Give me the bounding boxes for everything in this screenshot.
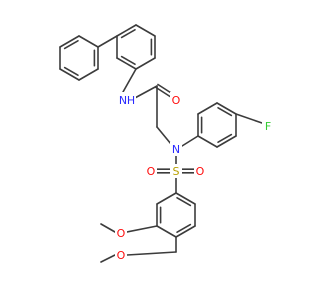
bond-9 [116, 24, 137, 37]
bond-18 [97, 35, 118, 48]
bond-24 [156, 126, 172, 145]
bond-46 [175, 225, 196, 238]
bond-3 [59, 35, 80, 48]
bond-51 [126, 225, 158, 233]
atom-o-methoxy-2: O [117, 249, 126, 262]
bond-25 [181, 135, 199, 147]
bond-10 [120, 28, 136, 39]
atom-o-sulfonyl-right: O [196, 165, 205, 178]
bond-52 [100, 223, 116, 233]
bond-22 [157, 83, 173, 95]
bond-11 [135, 24, 156, 37]
bond-layer [59, 24, 263, 263]
atom-n-sulfonamide: N [172, 143, 180, 156]
atom-o-sulfonyl-left: O [147, 165, 156, 178]
bond-8 [78, 68, 99, 81]
bond-1 [63, 66, 79, 77]
bond-28 [197, 102, 218, 115]
bond-29 [216, 102, 237, 115]
molecule-structure: N H O N S O O F O O [59, 24, 274, 263]
bond-55 [100, 254, 116, 263]
bond-42 [156, 192, 177, 205]
atom-h-amide: H [127, 94, 135, 107]
atom-n-amide: N [119, 94, 127, 107]
bond-16 [120, 55, 136, 66]
bond-19 [122, 68, 137, 93]
bond-50 [176, 196, 192, 207]
bond-0 [59, 68, 80, 81]
bond-20 [132, 85, 158, 100]
bond-33 [217, 133, 233, 144]
atom-label-layer: N H O N S O O F O O [115, 92, 274, 262]
bond-54 [126, 251, 177, 256]
bond-32 [216, 135, 237, 148]
bond-15 [116, 57, 137, 70]
bond-5 [78, 35, 99, 48]
bond-35 [235, 113, 263, 124]
bond-30 [217, 106, 233, 117]
bond-49 [175, 192, 196, 205]
atom-f-fluoro: F [265, 120, 271, 133]
bond-14 [135, 57, 156, 70]
bond-21 [155, 86, 171, 98]
bond-45 [156, 225, 177, 238]
bond-4 [63, 39, 79, 50]
bond-47 [176, 223, 192, 234]
atom-o-methoxy-1: O [117, 227, 126, 240]
atom-o-carbonyl: O [172, 94, 181, 107]
atom-s-sulfonyl: S [173, 165, 180, 178]
bond-34 [197, 135, 218, 148]
